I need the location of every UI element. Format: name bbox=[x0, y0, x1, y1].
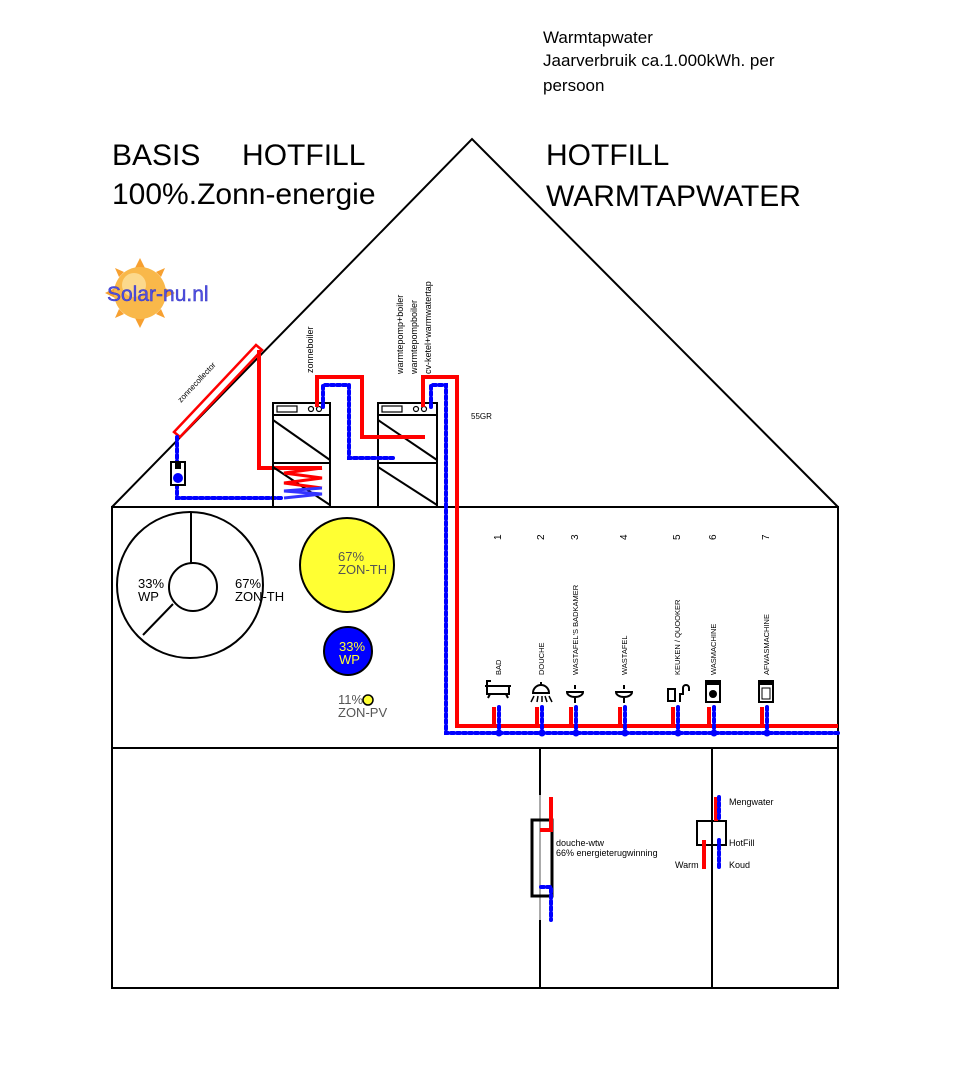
dishwasher-icon bbox=[758, 680, 774, 703]
junction bbox=[763, 729, 771, 737]
hotfill-label: HotFill bbox=[729, 838, 755, 848]
solar-thermal-circle: 67% ZON-TH bbox=[299, 517, 395, 613]
fixture-number: 1 bbox=[493, 534, 504, 540]
donut-wp-name: WP bbox=[138, 589, 159, 604]
warm-label: Warm bbox=[675, 860, 699, 870]
fixture-number: 3 bbox=[570, 534, 581, 540]
cold-pipe bbox=[321, 383, 395, 460]
pv-dot bbox=[362, 694, 374, 706]
donut-zon-name: ZON-TH bbox=[235, 589, 284, 604]
boiler2-label-1: warmtepomp+boiler bbox=[395, 295, 405, 375]
info-line-3: persoon bbox=[543, 76, 604, 95]
cold-pipe bbox=[175, 435, 285, 500]
solar-logo: Solar-nu.nl bbox=[105, 258, 209, 328]
junction bbox=[621, 729, 629, 737]
fixture-label: BAD bbox=[494, 659, 503, 675]
sink-icon bbox=[614, 685, 634, 703]
junction bbox=[674, 729, 682, 737]
pv-circle: 11% ZON-PV bbox=[338, 692, 387, 720]
boiler2-label-3: cv-ketel+warmwatertap bbox=[423, 281, 433, 374]
solar-collector: zonnecollector bbox=[172, 343, 264, 439]
hot-pipe bbox=[315, 375, 425, 439]
kitchen-tap-icon bbox=[667, 684, 690, 702]
fixture-label: WASTAFEL'S BADKAMER bbox=[571, 584, 580, 675]
basement bbox=[111, 747, 839, 989]
junction bbox=[538, 729, 546, 737]
roof bbox=[111, 137, 839, 508]
blue-name: WP bbox=[339, 652, 360, 667]
info-line-2: Jaarverbruik ca.1.000kWh. per bbox=[543, 51, 775, 70]
fixture-label: WASTAFEL bbox=[620, 635, 629, 675]
temp-label: 55GR bbox=[471, 412, 492, 421]
pump-icon bbox=[170, 461, 186, 486]
bath-icon bbox=[485, 680, 511, 699]
wtw-label-1: douche-wtw bbox=[556, 838, 605, 848]
cold-main-pipe bbox=[429, 383, 840, 735]
blue-pct: 33% bbox=[339, 639, 365, 654]
fixture-number: 5 bbox=[672, 534, 683, 540]
fixture-label: DOUCHE bbox=[537, 642, 546, 675]
yellow-pct: 67% bbox=[338, 549, 364, 564]
shower-icon bbox=[530, 682, 553, 703]
right-title-1: HOTFILL bbox=[546, 139, 669, 172]
fixture-number: 2 bbox=[536, 534, 547, 540]
wtw-label-2: 66% energieterugwinning bbox=[556, 848, 658, 858]
koud-label: Koud bbox=[729, 860, 750, 870]
mengwater-label: Mengwater bbox=[729, 797, 774, 807]
boiler2-label-2: warmtepompboiler bbox=[409, 300, 419, 375]
junction bbox=[495, 729, 503, 737]
boiler1-label: zonneboiler bbox=[305, 326, 315, 373]
fixture-label: KEUKEN / QUOOKER bbox=[673, 599, 682, 675]
left-title-2: 100%.Zonn-energie bbox=[112, 178, 376, 211]
zonneboiler: zonneboiler bbox=[272, 326, 331, 508]
fixture-number: 4 bbox=[619, 534, 630, 540]
junction bbox=[572, 729, 580, 737]
fixture-label: AFWASMACHINE bbox=[762, 614, 771, 675]
hot-pipe bbox=[257, 350, 322, 470]
pv-pct: 11% bbox=[338, 692, 363, 707]
logo-text: Solar-nu.nl bbox=[107, 283, 209, 306]
donut-wp-pct: 33% bbox=[138, 576, 164, 591]
heatpump-circle: 33% WP bbox=[323, 626, 373, 676]
mixing-valve: Mengwater HotFill Warm Koud bbox=[675, 795, 774, 871]
hot-main-pipe bbox=[421, 375, 838, 728]
washing-machine-icon bbox=[705, 680, 721, 703]
right-title-2: WARMTAPWATER bbox=[546, 180, 801, 213]
fixture-number: 7 bbox=[761, 534, 772, 540]
left-title-1: BASIS HOTFILL bbox=[112, 139, 365, 172]
pv-name: ZON-PV bbox=[338, 705, 387, 720]
douche-wtw: douche-wtw 66% energieterugwinning bbox=[530, 795, 658, 922]
fixture-label: WASMACHINE bbox=[709, 624, 718, 675]
fixture-number: 6 bbox=[708, 534, 719, 540]
energy-donut: 33% WP 67% ZON-TH bbox=[116, 511, 284, 659]
donut-zon-pct: 67% bbox=[235, 576, 261, 591]
info-line-1: Warmtapwater bbox=[543, 28, 653, 47]
sink-icon bbox=[565, 685, 585, 703]
yellow-name: ZON-TH bbox=[338, 562, 387, 577]
warmtepompboiler: warmtepomp+boiler warmtepompboiler cv-ke… bbox=[377, 281, 438, 508]
junction bbox=[710, 729, 718, 737]
